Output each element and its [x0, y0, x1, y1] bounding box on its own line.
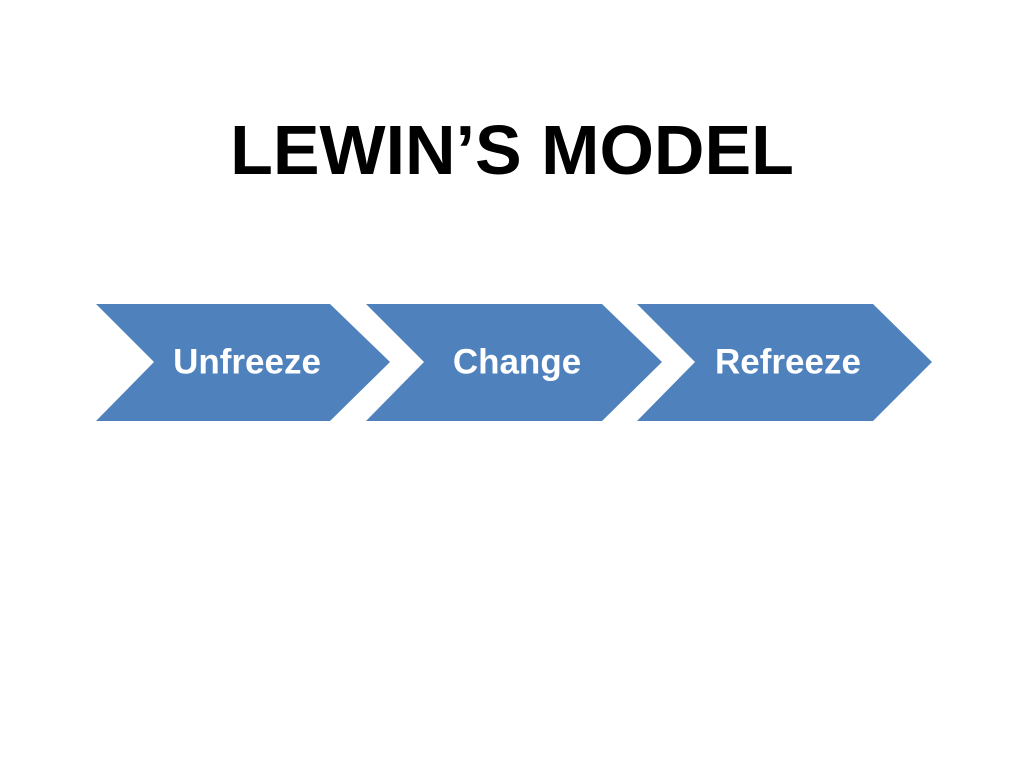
chevron-label-1: Unfreeze: [173, 343, 321, 382]
chevron-label-2: Change: [453, 343, 581, 382]
chevron-step-1: Unfreeze: [96, 304, 390, 421]
chevron-shape-1: [96, 304, 390, 421]
chevron-label-3: Refreeze: [715, 343, 861, 382]
chevron-shape-3: [637, 304, 932, 421]
chevron-step-2: Change: [366, 304, 662, 421]
chevron-step-3: Refreeze: [637, 304, 932, 421]
chevron-shape-2: [366, 304, 662, 421]
slide-title: LEWIN’S MODEL: [230, 111, 794, 189]
